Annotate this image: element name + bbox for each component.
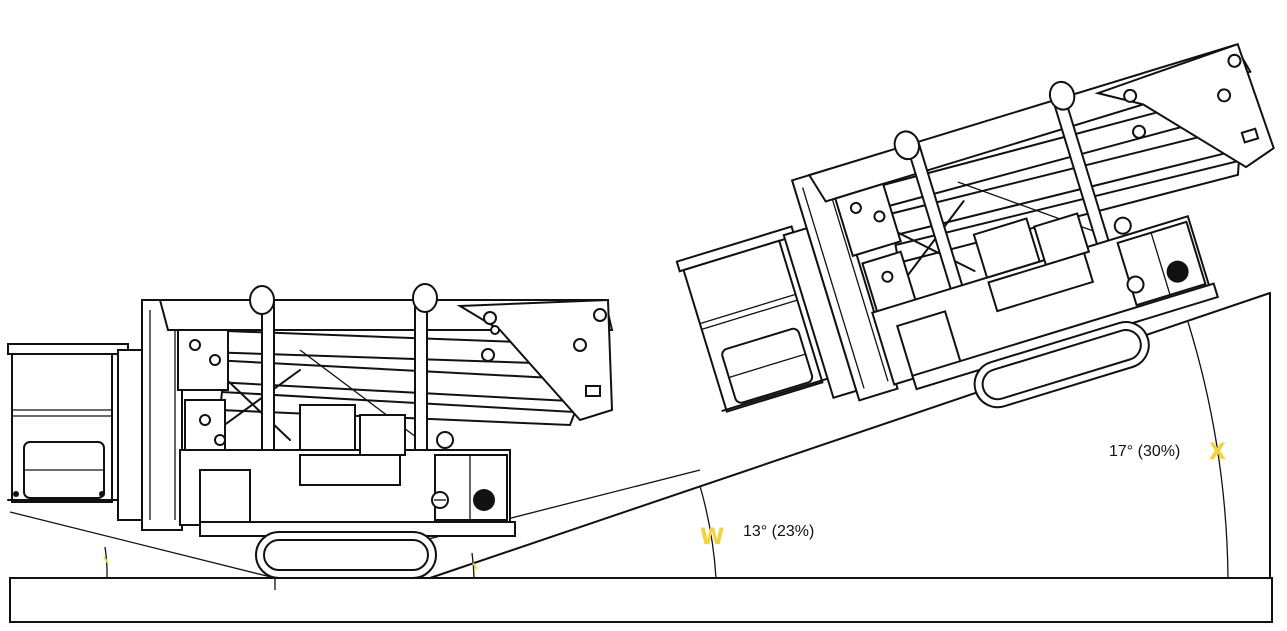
arc-center-small (471, 552, 475, 579)
angle-label-w: 13° (23%) (743, 523, 814, 540)
basket-right (675, 225, 836, 413)
basket-left (7, 343, 129, 503)
arc-x (1187, 321, 1229, 579)
left-ref-line (9, 511, 276, 579)
marker-w: W (700, 525, 724, 550)
marker-x: X (1209, 440, 1226, 465)
machine-tilted (675, 42, 1275, 413)
machine-level (7, 283, 614, 579)
ground-base (9, 577, 1273, 623)
tick-left (103, 556, 109, 564)
arc-w (699, 485, 717, 579)
angle-label-x: 17° (30%) (1109, 443, 1180, 460)
tick-center (472, 562, 478, 570)
